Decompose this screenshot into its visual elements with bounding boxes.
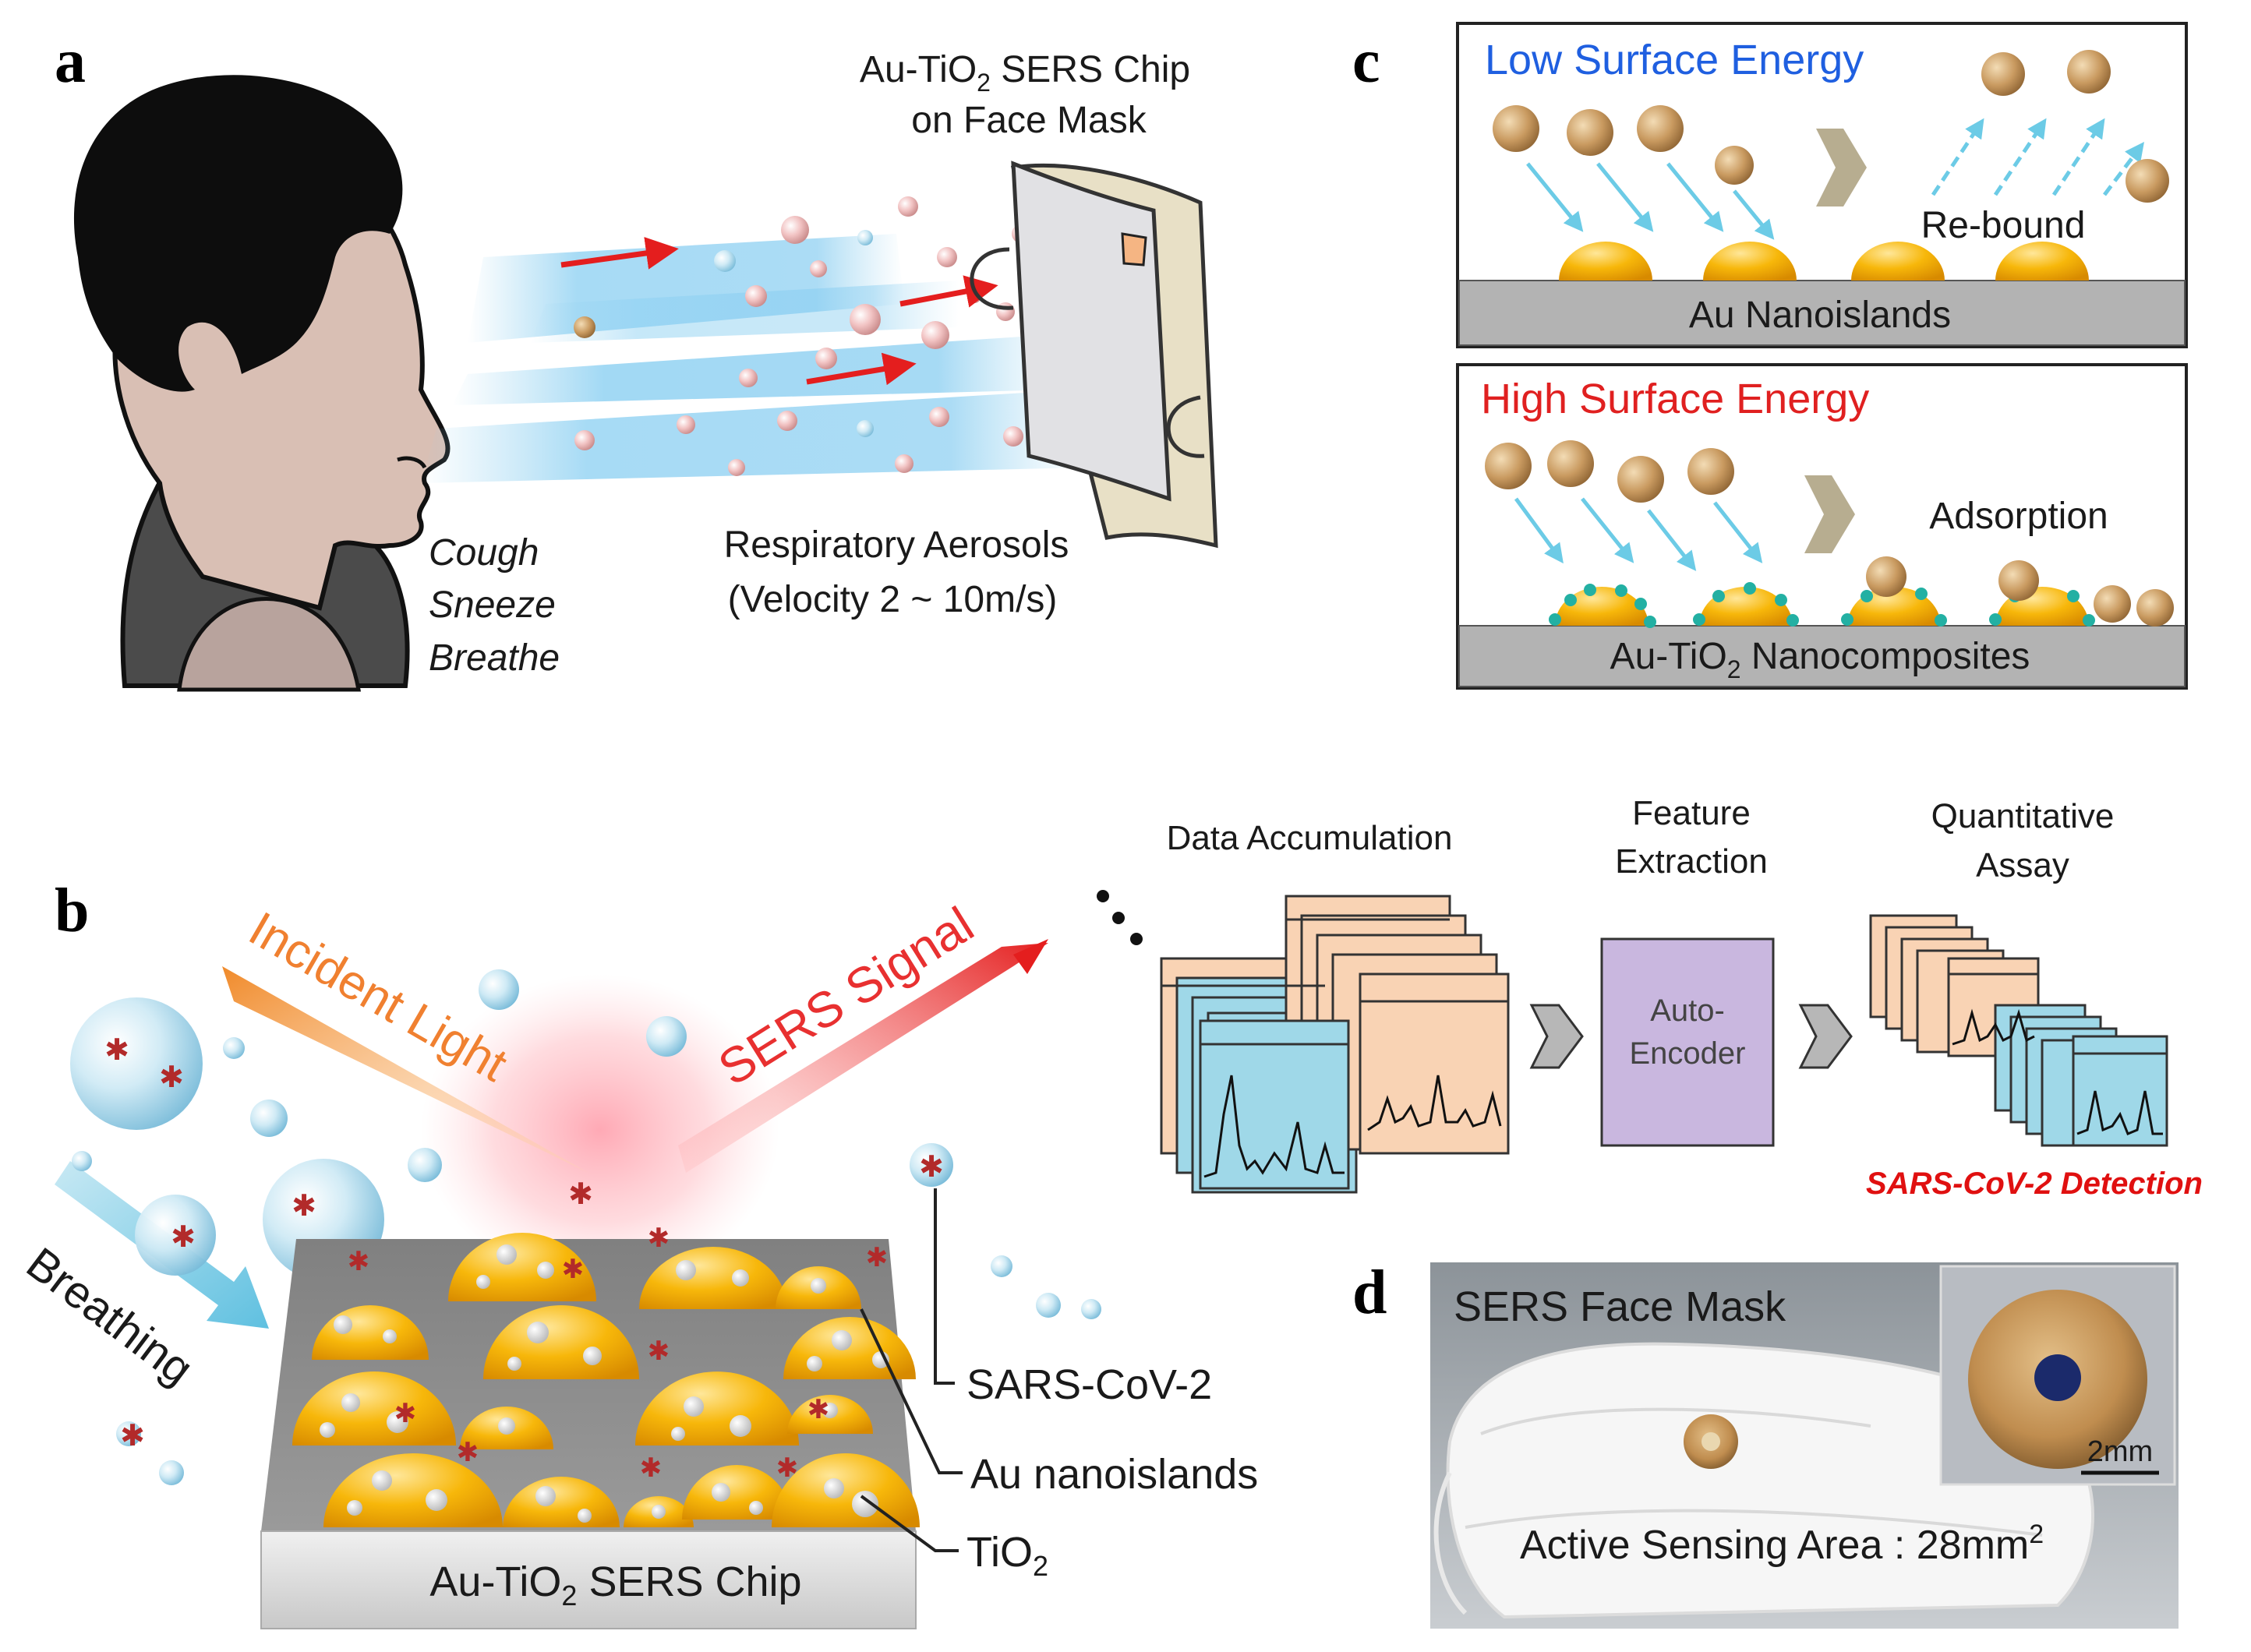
svg-text:✱: ✱ <box>292 1188 316 1223</box>
legend-au-nanoislands: Au nanoislands <box>970 1451 1258 1498</box>
legend-sars-cov-2: SARS-CoV-2 <box>966 1361 1212 1408</box>
svg-text:✱: ✱ <box>394 1398 417 1429</box>
svg-text:✱: ✱ <box>562 1254 585 1285</box>
spectrum-trace-2 <box>1367 1075 1502 1131</box>
virus-bubbles: ✱ ✱ ✱ ✱ ✱ ✱ ✱ <box>70 969 1101 1485</box>
svg-text:✱: ✱ <box>104 1032 129 1067</box>
svg-text:✱: ✱ <box>866 1242 889 1273</box>
spectrum-trace-3 <box>1952 1008 2035 1046</box>
red-flow-arrows <box>560 237 998 386</box>
pipeline-arrow-icon <box>1798 1004 1853 1069</box>
svg-text:✱: ✱ <box>159 1060 184 1094</box>
pipeline-arrow-icon <box>1529 1004 1584 1069</box>
autoencoder-box <box>1600 937 1775 1147</box>
svg-text:✱: ✱ <box>568 1177 593 1211</box>
svg-text:✱: ✱ <box>171 1220 196 1254</box>
process-arrow-icon <box>1804 475 1855 553</box>
face-mask-illustration <box>970 161 1218 549</box>
adsorption-label: Adsorption <box>1929 496 2108 537</box>
active-sensing-area: Active Sensing Area : 28mm2 <box>1520 1520 2044 1568</box>
analysis-pipeline: Data Accumulation Feature Extraction Qua… <box>1097 794 2203 1201</box>
step-feature-line1: Feature <box>1632 794 1751 832</box>
panel-label-d: d <box>1352 1258 1387 1327</box>
svg-text:✱: ✱ <box>457 1437 479 1468</box>
person-illustration <box>73 75 451 692</box>
step-quant-line2: Assay <box>1976 846 2069 884</box>
svg-text:✱: ✱ <box>348 1246 370 1277</box>
chip-legend <box>860 1188 963 1552</box>
scale-bar-label: 2mm <box>2087 1435 2153 1468</box>
encoder-label-line2: Encoder <box>1630 1036 1746 1071</box>
sers-chip-marker-icon <box>1121 232 1147 267</box>
process-arrow-icon <box>1816 129 1867 206</box>
panel-label-a: a <box>55 27 86 96</box>
svg-text:✱: ✱ <box>120 1418 145 1453</box>
rebound-label: Re-bound <box>1921 205 2086 246</box>
low-energy-title: Low Surface Energy <box>1485 37 1864 83</box>
low-energy-box: Low Surface Energy Au Nanoislands Re-bou… <box>1456 22 2188 348</box>
step-feature-line2: Extraction <box>1615 842 1768 881</box>
action-cough: Cough <box>429 532 539 574</box>
sers-chip-3d: ✱ ✱ ✱ ✱ ✱ ✱ ✱ ✱ ✱ ✱ Au-TiO2 SERS Chip <box>260 1223 920 1629</box>
svg-text:✱: ✱ <box>648 1223 670 1254</box>
au-tio2-nanocomposites-substrate: Au-TiO2 Nanocomposites <box>1610 636 2030 683</box>
chip-on-mask-title: Au-TiO2 SERS Chip <box>860 49 1190 97</box>
velocity-label: (Velocity 2 ~ 10m/s) <box>728 579 1058 620</box>
sers-signal-beam <box>678 943 1048 1173</box>
panel-label-c: c <box>1352 27 1380 96</box>
inset-sensing-center <box>2034 1354 2081 1401</box>
spectrum-trace-1 <box>1203 1075 1345 1178</box>
svg-text:✱: ✱ <box>648 1336 670 1367</box>
panel-b: b Incident Light SERS Signal Breathing <box>17 794 2203 1629</box>
sers-face-mask-title: SERS Face Mask <box>1454 1283 1786 1330</box>
aerosol-streaks <box>421 234 1083 483</box>
sars-cov-2-detection-label: SARS-CoV-2 Detection <box>1866 1167 2203 1201</box>
high-energy-title: High Surface Energy <box>1481 376 1869 422</box>
legend-tio2: TiO2 <box>966 1529 1048 1582</box>
spectrum-trace-4 <box>2076 1090 2163 1135</box>
panel-label-b: b <box>55 877 90 945</box>
svg-text:✱: ✱ <box>807 1394 830 1425</box>
chip-on-mask-title-line2: on Face Mask <box>911 100 1147 141</box>
svg-text:✱: ✱ <box>919 1149 944 1184</box>
panel-c: c Low Surface Energy Au Nanoislands <box>1352 22 2188 690</box>
au-nanoislands-substrate: Au Nanoislands <box>1689 295 1951 336</box>
incident-light-beam <box>222 966 588 1173</box>
sers-chip-label: Au-TiO2 SERS Chip <box>429 1558 801 1611</box>
step-data-accumulation: Data Accumulation <box>1167 819 1453 857</box>
aerosols-label: Respiratory Aerosols <box>724 524 1069 566</box>
encoder-label-line1: Auto- <box>1650 994 1725 1028</box>
svg-text:✱: ✱ <box>776 1453 799 1484</box>
action-sneeze: Sneeze <box>429 584 556 626</box>
step-quant-line1: Quantitative <box>1931 797 2115 835</box>
high-energy-box: High Surface Energy Au-TiO2 Nanocomposit… <box>1456 363 2188 690</box>
sers-glow <box>421 974 779 1286</box>
action-breathe: Breathe <box>429 637 560 679</box>
panel-a: a <box>55 27 1218 692</box>
svg-text:✱: ✱ <box>640 1453 663 1484</box>
panel-d: d 2mm SERS Face Mask Active Sensing Area… <box>1352 1258 2179 1629</box>
